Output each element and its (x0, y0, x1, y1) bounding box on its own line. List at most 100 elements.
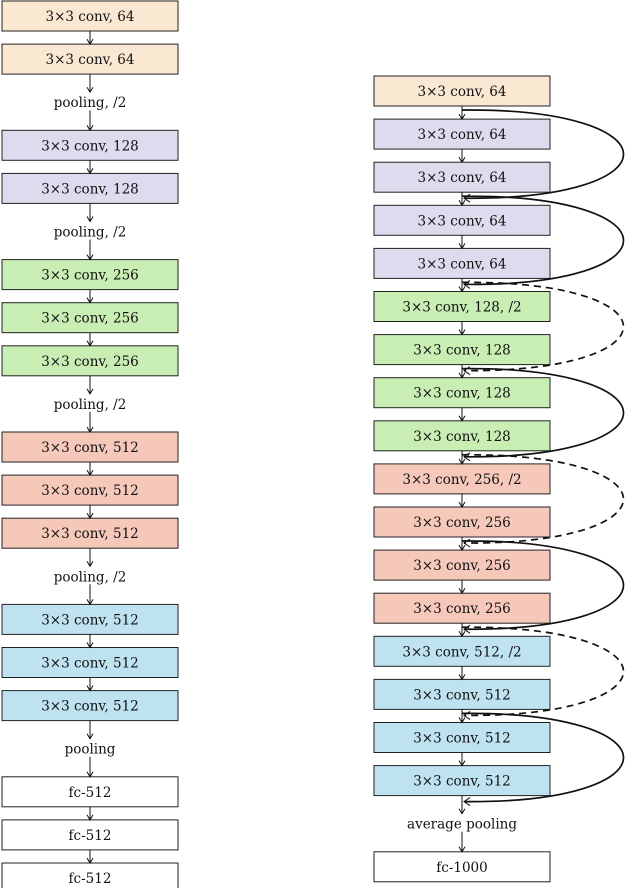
arrowhead (86, 512, 94, 520)
arrowhead (86, 814, 94, 821)
layer-box: fc-1000 (373, 851, 551, 883)
layer-box: 3×3 conv, 128 (1, 172, 179, 204)
arrowhead (86, 642, 94, 649)
layer-box-rect (373, 851, 551, 883)
layer-label: 3×3 conv, 512 (41, 699, 139, 715)
arrowhead (86, 125, 94, 132)
layer-box: 3×3 conv, 128 (373, 377, 551, 409)
flow-arrow (458, 537, 466, 552)
layer-box-rect (1, 43, 179, 75)
layer-box: 3×3 conv, 256 (1, 302, 179, 334)
arrowhead (458, 544, 466, 552)
layer-label: 3×3 conv, 512 (41, 526, 139, 542)
layer-label: 3×3 conv, 512 (413, 774, 511, 790)
identity-shortcut (461, 195, 625, 286)
layer-label: 3×3 conv, 64 (418, 84, 507, 100)
layer-box: 3×3 conv, 512 (1, 690, 179, 722)
layer-box: fc-512 (1, 862, 179, 892)
layer-box: 3×3 conv, 512 (373, 678, 551, 710)
flow-arrow (86, 634, 94, 649)
arrowhead (86, 771, 94, 778)
layer-box: 3×3 conv, 512 (1, 603, 179, 635)
flow-arrow (86, 548, 94, 568)
identity-shortcut (461, 712, 625, 803)
layer-box: 3×3 conv, 64 (1, 43, 179, 75)
layer-box: 3×3 conv, 256 (1, 345, 179, 377)
layer-box-rect (373, 334, 551, 366)
pooling-label: pooling, /2 (54, 225, 127, 241)
layer-box: 3×3 conv, 64 (373, 204, 551, 236)
layer-box: 3×3 conv, 64 (373, 75, 551, 107)
projection-shortcut (461, 281, 625, 372)
layer-box: 3×3 conv, 64 (373, 161, 551, 193)
pooling-label: pooling, /2 (54, 397, 127, 413)
layer-label: 3×3 conv, 64 (46, 52, 135, 68)
arrowhead (458, 200, 466, 207)
flow-arrow (458, 831, 466, 853)
layer-box-rect (1, 862, 179, 892)
flow-arrow (458, 493, 466, 508)
layer-box: 3×3 conv, 128, /2 (373, 291, 551, 322)
flow-arrow (458, 364, 466, 379)
flow-arrow (86, 332, 94, 347)
flow-arrow (86, 203, 94, 223)
layer-box-rect (373, 75, 551, 107)
layer-box-rect (373, 377, 551, 409)
pooling-label: pooling (65, 742, 116, 758)
layer-label: 3×3 conv, 512 (41, 440, 139, 456)
flow-arrow (86, 110, 94, 132)
arrowhead (458, 329, 466, 336)
layer-box-rect (1, 0, 179, 32)
projection-shortcut (461, 453, 625, 544)
layer-box: 3×3 conv, 512 (1, 647, 179, 678)
layer-box: 3×3 conv, 64 (373, 118, 551, 150)
flow-arrow (458, 450, 466, 465)
arrowhead (86, 216, 94, 223)
layer-label: 3×3 conv, 128 (41, 181, 139, 197)
arrowhead (86, 86, 94, 94)
pooling-label: pooling, /2 (54, 569, 127, 585)
layer-label: fc-512 (69, 871, 112, 887)
flow-arrow (458, 623, 466, 638)
arrowhead (458, 372, 466, 379)
layer-label: 3×3 conv, 64 (418, 213, 507, 229)
flow-arrow (458, 580, 466, 595)
layer-box: 3×3 conv, 256 (373, 549, 551, 581)
layer-label: 3×3 conv, 64 (418, 170, 507, 186)
identity-shortcut (461, 109, 625, 200)
flow-arrow (86, 462, 94, 477)
arrowhead (86, 733, 94, 740)
layer-box: 3×3 conv, 128 (373, 334, 551, 366)
flow-arrow (86, 160, 94, 175)
layer-label: 3×3 conv, 256 (41, 311, 139, 327)
arrowhead (86, 340, 94, 347)
flow-arrow (458, 795, 466, 815)
identity-shortcut (461, 367, 625, 458)
layer-box: 3×3 conv, 512, /2 (373, 635, 551, 667)
arrowhead (458, 808, 466, 815)
layer-box: fc-512 (1, 819, 179, 851)
layer-label: 3×3 conv, 128 (413, 429, 511, 445)
layer-box-rect (1, 431, 179, 463)
arrowhead (86, 685, 94, 692)
flow-arrow (458, 407, 466, 422)
flow-arrow (458, 666, 466, 681)
flow-arrow (458, 321, 466, 336)
flow-arrow (86, 239, 94, 261)
layer-label: 3×3 conv, 512 (41, 483, 139, 499)
layer-label: 3×3 conv, 64 (418, 256, 507, 272)
layer-label: 3×3 conv, 256 (413, 558, 511, 574)
arrowhead (458, 243, 466, 250)
layer-box: 3×3 conv, 512 (373, 722, 551, 753)
flow-arrow (458, 709, 466, 724)
layer-box-rect (373, 722, 551, 753)
layer-box-rect (1, 172, 179, 204)
layer-label: 3×3 conv, 512 (41, 612, 139, 628)
flow-arrow (458, 192, 466, 207)
layer-box-rect (1, 517, 179, 549)
pooling-label: pooling, /2 (54, 95, 127, 111)
layer-label: fc-512 (69, 828, 112, 844)
